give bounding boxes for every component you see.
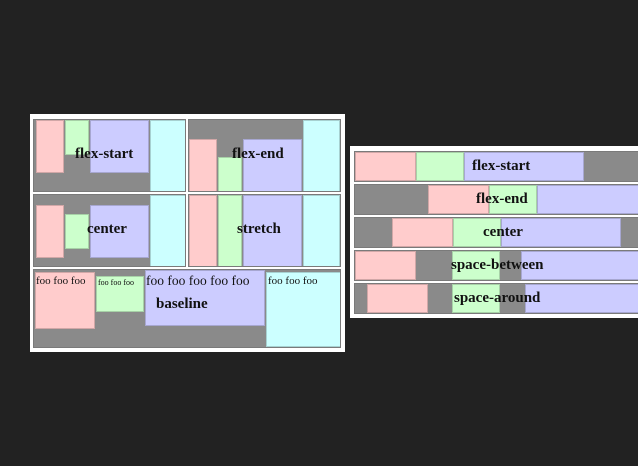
flex-item-green bbox=[416, 152, 464, 181]
flex-item-green bbox=[452, 284, 500, 313]
baseline-label: baseline bbox=[156, 296, 208, 312]
flex-item-pink bbox=[189, 195, 217, 266]
space-around-label: space-around bbox=[454, 290, 541, 306]
flex-item-green bbox=[218, 157, 242, 191]
flex-item-pink bbox=[428, 185, 489, 214]
flex-item-green bbox=[453, 218, 501, 247]
flex-item-pink bbox=[189, 139, 217, 191]
flex-item-pink bbox=[35, 272, 95, 329]
flex-item-pink bbox=[355, 152, 416, 181]
center-label: center bbox=[483, 224, 523, 240]
stretch-container: stretch bbox=[188, 194, 341, 267]
flex-item-lavender bbox=[145, 270, 265, 326]
flex-item-pink bbox=[355, 251, 416, 280]
align-items-panel: flex-start flex-end center stretch foo f… bbox=[30, 114, 345, 352]
flex-start-row: flex-start bbox=[354, 151, 638, 182]
baseline-text-cyan: foo foo foo bbox=[268, 275, 318, 287]
flex-item-cyan bbox=[266, 272, 340, 347]
flex-item-green bbox=[65, 120, 89, 155]
flex-item-green bbox=[65, 214, 89, 249]
flex-item-green bbox=[218, 195, 242, 266]
flex-item-lavender bbox=[525, 284, 638, 313]
justify-content-panel: flex-start flex-end center space-between… bbox=[350, 146, 638, 318]
baseline-text-lavender: foo foo foo foo foo bbox=[146, 273, 250, 288]
flex-item-pink bbox=[36, 205, 64, 258]
flex-end-label: flex-end bbox=[232, 146, 284, 162]
flex-item-cyan bbox=[303, 195, 340, 266]
space-between-label: space-between bbox=[451, 257, 544, 273]
flex-end-row: flex-end bbox=[354, 184, 638, 215]
flex-item-lavender bbox=[243, 139, 302, 191]
flex-item-cyan bbox=[303, 120, 340, 191]
center-row: center bbox=[354, 217, 638, 248]
flex-end-label: flex-end bbox=[476, 191, 528, 207]
flex-item-cyan bbox=[150, 195, 185, 266]
flex-item-green bbox=[96, 276, 144, 312]
space-between-row: space-between bbox=[354, 250, 638, 281]
flex-item-cyan bbox=[150, 120, 185, 191]
baseline-container: foo foo foo foo foo foo foo foo foo foo … bbox=[33, 269, 341, 348]
flex-item-lavender bbox=[90, 205, 149, 258]
center-container: center bbox=[33, 194, 186, 267]
flex-item-lavender bbox=[464, 152, 584, 181]
flex-item-lavender bbox=[521, 251, 638, 280]
stretch-label: stretch bbox=[237, 221, 281, 237]
flex-item-lavender bbox=[90, 120, 149, 173]
flex-item-lavender bbox=[501, 218, 621, 247]
flex-start-label: flex-start bbox=[472, 158, 531, 174]
flex-item-pink bbox=[392, 218, 453, 247]
center-label: center bbox=[87, 221, 127, 237]
flex-item-lavender bbox=[537, 185, 638, 214]
flex-start-label: flex-start bbox=[75, 146, 134, 162]
flex-item-pink bbox=[367, 284, 428, 313]
flex-item-green bbox=[489, 185, 537, 214]
baseline-text-green: foo foo foo bbox=[98, 278, 134, 287]
baseline-text-pink: foo foo foo bbox=[36, 275, 86, 287]
space-around-row: space-around bbox=[354, 283, 638, 314]
flex-start-container: flex-start bbox=[33, 119, 186, 192]
flex-end-container: flex-end bbox=[188, 119, 341, 192]
flex-item-green bbox=[452, 251, 500, 280]
flex-item-lavender bbox=[243, 195, 302, 266]
flex-item-pink bbox=[36, 120, 64, 173]
